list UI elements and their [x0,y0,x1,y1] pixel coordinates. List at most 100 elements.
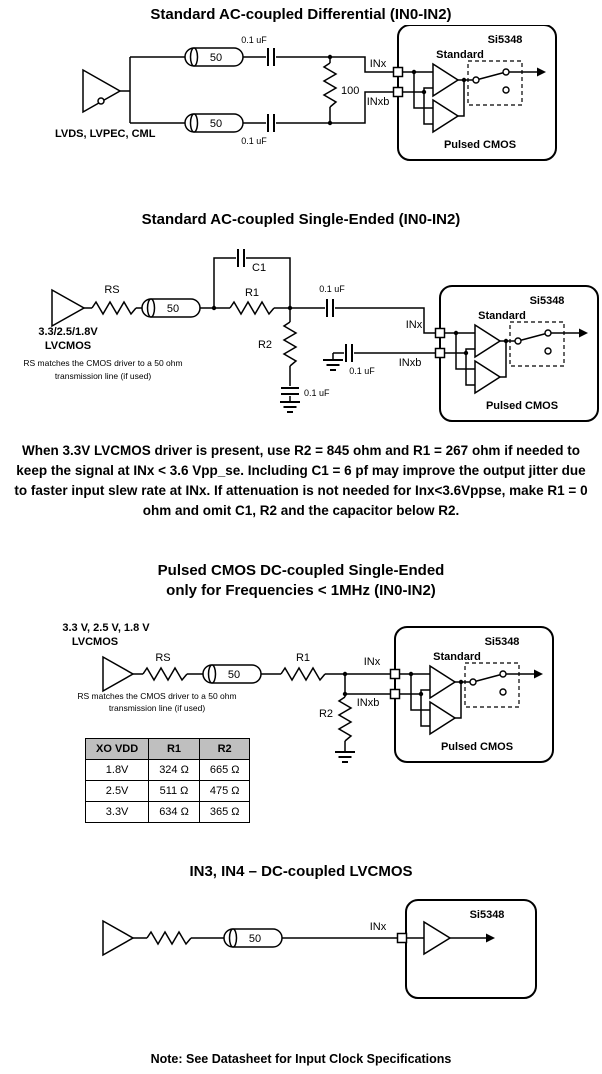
standard-buffer-icon [429,664,457,700]
differential-driver-icon: LVDS, LVPEC, CML [55,68,156,140]
cell-r1: 634 Ω [148,801,200,823]
single-ended-circuit-diagram: 3.3/2.5/1.8V LVCMOS RS matches the CMOS … [23,249,599,422]
transmission-line-bottom: 50 [184,113,244,133]
inx-pad [434,327,446,339]
standard-buffer-icon [474,323,502,359]
section4-title: IN3, IN4 – DC-coupled LVCMOS [189,863,413,880]
rs-note-line2: transmission line (if used) [55,371,152,381]
wires [120,54,394,126]
si5348-chip: Si5348 Standard Pulsed CMOS [392,25,557,161]
switch-throw-icon [544,347,552,355]
driver-voltage-label: 3.3 V, 2.5 V, 1.8 V [62,622,150,634]
switch-throw-icon [499,688,507,696]
transmission-line-top: 50 [184,47,244,67]
footer-note: Note: See Datasheet for Input Clock Spec… [150,1052,452,1066]
switch-pole-icon [472,76,480,84]
r1-resistor: R1 [229,287,275,316]
switch-throw-icon [502,86,510,94]
col-header-r2: R2 [198,738,251,760]
driver-voltage-label: 3.3/2.5/1.8V [38,326,98,338]
cell-r2: 475 Ω [198,780,251,802]
diff-circuit-diagram: LVDS, LVPEC, CML 50 50 0.1 uF 0.1 uF 100… [55,25,557,161]
switch-pole-icon [514,337,522,345]
driver-type-label: LVCMOS [45,340,91,352]
output-arrow-icon [534,669,543,679]
transmission-line: 50 [223,928,283,948]
table-row: 1.8V 324 Ω 665 Ω [84,759,251,781]
inxb-label: INxb [399,357,422,369]
switch-arm [472,673,504,683]
input-buffer-icon [423,920,452,956]
resistor-value-table: XO VDD R1 R2 1.8V 324 Ω 665 Ω 2.5V 511 Ω… [84,738,251,823]
lvcmos-driver-icon [102,919,135,957]
cap-value: 0.1 uF [241,35,267,45]
inx-label: INx [370,58,387,70]
output-arrow-icon [579,328,588,338]
inxb-coupling-cap: 0.1 uF [323,344,375,376]
si5348-chip: Si5348 [396,899,537,999]
cap-value: 0.1 uF [319,284,345,294]
inxb-pad [389,688,401,700]
rs-note-line1: RS matches the CMOS driver to a 50 ohm [77,691,236,701]
transmission-line: 50 [202,664,262,684]
inx-pad [392,66,404,78]
resistor-value: 100 [341,85,359,97]
chip-label: Si5348 [485,636,520,648]
cell-vdd: 2.5V [84,780,150,802]
r2-resistor: R2 [319,696,355,763]
inxb-pad [392,86,404,98]
cell-r1: 511 Ω [148,780,200,802]
pulsed-cmos-label: Pulsed CMOS [486,400,558,412]
cell-r2: 665 Ω [198,759,251,781]
resistor-label: RS [155,652,170,664]
ground-icon [280,401,300,413]
cell-r1: 324 Ω [148,759,200,781]
tline-value: 50 [210,52,222,64]
rs-resistor: RS [91,284,137,316]
rs-resistor: RS [142,652,188,682]
standard-buffer-icon [432,62,460,98]
inverting-bubble-icon [97,97,105,105]
inx-label: INx [364,656,381,668]
tline-value: 50 [249,933,261,945]
si5348-chip: Si5348 Standard Pulsed CMOS [434,285,599,422]
resistor-label: R2 [258,339,272,351]
r1-resistor: R1 [280,652,326,682]
pulsed-cmos-circuit-diagram: 3.3 V, 2.5 V, 1.8 V LVCMOS RS matches th… [62,622,554,763]
c1-capacitor: C1 [237,249,266,274]
pulsed-cmos-label: Pulsed CMOS [441,741,513,753]
inx-pad [396,932,408,944]
switch-throw-icon [502,68,510,76]
table-row: 2.5V 511 Ω 475 Ω [84,780,251,802]
inxb-label: INxb [367,96,390,108]
application-note-paragraph: When 3.3V LVCMOS driver is present, use … [14,443,588,518]
section2-title: Standard AC-coupled Single-Ended (IN0-IN… [141,211,461,228]
output-arrow-icon [537,67,546,77]
col-header-xo-vdd: XO VDD [84,738,150,760]
lvcmos-driver-icon: 3.3 V, 2.5 V, 1.8 V LVCMOS RS matches th… [62,622,236,713]
lvcmos-driver-icon: 3.3/2.5/1.8V LVCMOS RS matches the CMOS … [23,288,183,381]
inxb-label: INxb [357,697,380,709]
resistor-label: R1 [245,287,259,299]
section3-title: Pulsed CMOS DC-coupled Single-Ended only… [0,561,602,601]
transmission-line: 50 [141,298,201,318]
cap-value: 0.1 uF [349,366,375,376]
table-row: 3.3V 634 Ω 365 Ω [84,801,251,823]
wires [84,257,436,402]
cap-label: C1 [252,262,266,274]
rs-note-line2: transmission line (if used) [109,703,206,713]
tline-value: 50 [228,669,240,681]
r2-resistor: R2 [258,321,298,367]
col-header-r1: R1 [148,738,200,760]
cell-r2: 365 Ω [198,801,251,823]
switch-arm [475,71,507,81]
section3-title-line2: only for Frequencies < 1MHz (IN0-IN2) [166,582,436,599]
inxb-pad [434,347,446,359]
chip-label: Si5348 [530,295,565,307]
pulsed-cmos-buffer-icon [429,700,457,736]
section1-title: Standard AC-coupled Differential (IN0-IN… [150,6,452,23]
inx-label: INx [406,319,423,331]
ground-icon [335,751,355,763]
switch-throw-icon [544,329,552,337]
